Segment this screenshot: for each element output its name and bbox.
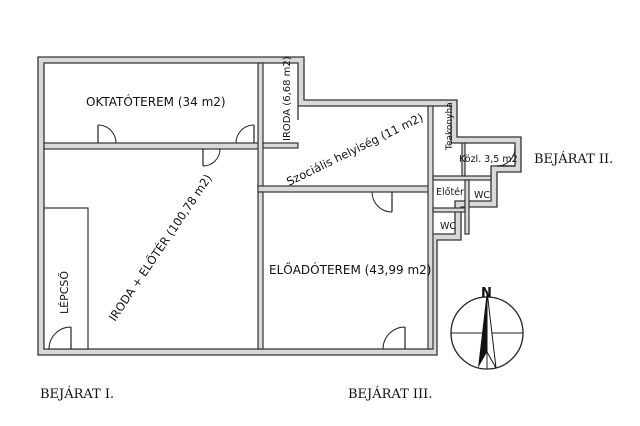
wall-eloter-right — [464, 179, 470, 235]
label-oktato: OKTATÓTEREM (34 m2) — [86, 94, 226, 109]
label-bejarat-2: BEJÁRAT II. — [534, 151, 613, 167]
compass-needle-dark — [478, 291, 487, 368]
label-szocialis: Szociális helyiség (11 m2) — [284, 110, 425, 188]
interior-walls — [43, 62, 492, 350]
label-eloado: ELŐADÓTEREM (43,99 m2) — [269, 262, 431, 277]
wall-szoc-right — [427, 105, 434, 350]
wall-eloado-left — [257, 191, 264, 350]
label-wc2: WC — [440, 221, 456, 232]
label-wc1: WC — [474, 190, 490, 201]
label-bejarat-3: BEJÁRAT III. — [348, 386, 432, 402]
wall-wc-split — [432, 207, 466, 213]
wall-teakonyha-bottom — [432, 175, 492, 181]
wall-iroda-small-bottom — [262, 142, 299, 149]
compass-needle-light — [486, 290, 497, 369]
label-lepcso: LÉPCSŐ — [57, 271, 71, 314]
wall-oktato-bottom — [43, 142, 261, 150]
wall-szoc-bottom — [257, 185, 434, 193]
label-eloter: Előtér — [436, 187, 464, 198]
doors — [48, 106, 516, 350]
label-iroda-eloter: IRODA + ELŐTÉR (100,78 m2) — [105, 171, 215, 324]
door-bejarat1 — [48, 326, 72, 350]
stair — [43, 207, 89, 350]
door-oktato — [97, 124, 117, 144]
label-kozl: Közl. 3,5 m2 — [459, 154, 518, 165]
label-iroda-small: IRODA (6,68 m2) — [282, 56, 293, 141]
label-teakonyha: Teakonyha — [445, 102, 455, 151]
door-bejarat2 — [496, 147, 516, 167]
compass: N — [450, 286, 524, 370]
wall-iroda-small-left — [257, 62, 264, 190]
stair-outline — [43, 207, 89, 350]
wall-kozl-left — [461, 142, 466, 177]
door-bejarat3 — [382, 326, 406, 350]
compass-north-label: N — [481, 286, 492, 301]
door-eloado-top — [371, 191, 393, 213]
label-bejarat-1: BEJÁRAT I. — [40, 386, 114, 402]
door-oktato-right — [235, 124, 255, 144]
door-iroda-eloter — [202, 148, 221, 167]
